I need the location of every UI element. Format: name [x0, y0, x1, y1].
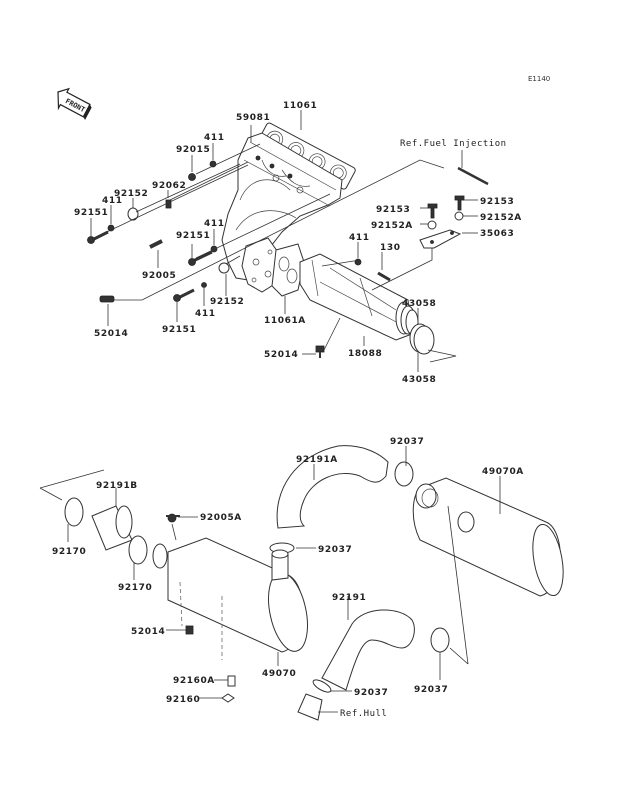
- label-92170-a: 92170: [52, 547, 86, 557]
- label-92191: 92191: [332, 593, 366, 603]
- label-43058-b: 43058: [402, 375, 436, 385]
- label-35063: 35063: [480, 229, 514, 239]
- ring-43058-b: [413, 325, 435, 355]
- fitting-92005A: [166, 513, 180, 523]
- label-411-c: 411: [204, 219, 225, 229]
- label-52014-c: 52014: [131, 627, 165, 637]
- bracket-35063: [419, 229, 462, 249]
- plate-92160: [221, 693, 235, 703]
- hose-92191A: [276, 445, 389, 529]
- washer-92152A-b: [454, 211, 464, 221]
- label-92191A: 92191A: [296, 455, 338, 465]
- leader-lines-upper: [90, 110, 478, 372]
- clamp-92170-a: [64, 497, 84, 527]
- muffler-49070: [152, 537, 308, 660]
- front-arrow-icon: FRONT: [57, 87, 92, 120]
- drain-52014-a: [99, 295, 115, 303]
- bolt-92151-a: [87, 230, 109, 244]
- bolt-92153-a: [427, 203, 438, 219]
- label-92037-c: 92037: [354, 688, 388, 698]
- label-92151-b: 92151: [176, 231, 210, 241]
- label-92152A-b: 92152A: [480, 213, 522, 223]
- collar-92152-b: [218, 262, 230, 274]
- label-92005: 92005: [142, 271, 176, 281]
- label-92037-a: 92037: [390, 437, 424, 447]
- diagram-code: E1140: [528, 75, 550, 83]
- plate-92160A: [227, 675, 236, 687]
- label-92191B: 92191B: [96, 481, 138, 491]
- clamp-92170-b: [128, 535, 148, 565]
- label-92160A: 92160A: [173, 676, 215, 686]
- bolt-92151-c: [173, 288, 195, 302]
- drain-52014-c: [185, 625, 194, 635]
- clamp-92037-a: [394, 461, 414, 487]
- label-92015: 92015: [176, 145, 210, 155]
- label-411-a: 411: [204, 133, 225, 143]
- label-92037-d: 92037: [414, 685, 448, 695]
- hull-fitting: [297, 693, 323, 721]
- exhaust-pipe-18088: [299, 253, 419, 341]
- label-92037-b: 92037: [318, 545, 352, 555]
- fitting-92005: [149, 239, 163, 249]
- label-43058-a: 43058: [402, 299, 436, 309]
- ref-fuel-injection: Ref.Fuel Injection: [400, 139, 507, 149]
- label-411-d: 411: [195, 309, 216, 319]
- exhaust-manifold: [221, 132, 343, 293]
- bolt-92153-b: [454, 195, 465, 211]
- label-18088: 18088: [348, 349, 382, 359]
- label-92005A: 92005A: [200, 513, 242, 523]
- label-11061: 11061: [283, 101, 317, 111]
- label-92153-b: 92153: [480, 197, 514, 207]
- fuel-injection-line: [457, 166, 489, 186]
- stud-130: [377, 271, 391, 282]
- label-411-e: 411: [349, 233, 370, 243]
- washer-411-e: [354, 258, 362, 266]
- ref-hull: Ref.Hull: [340, 709, 387, 719]
- washer-411-d: [201, 282, 207, 288]
- hose-92191: [321, 609, 415, 691]
- washer-92152A-a: [427, 220, 437, 230]
- drain-52014-b: [315, 345, 325, 358]
- label-49070A: 49070A: [482, 467, 524, 477]
- label-92170-b: 92170: [118, 583, 152, 593]
- pin-92062: [165, 199, 172, 209]
- leader-lines-lower: [67, 446, 501, 713]
- label-52014-b: 52014: [264, 350, 298, 360]
- assembly-lines-upper: [93, 143, 457, 363]
- label-130: 130: [380, 243, 401, 253]
- label-92062: 92062: [152, 181, 186, 191]
- label-411-b: 411: [102, 196, 123, 206]
- bolt-92151-b: [188, 250, 213, 266]
- label-92151-c: 92151: [162, 325, 196, 335]
- label-11061A: 11061A: [264, 316, 306, 326]
- nut-92015: [188, 173, 196, 181]
- label-92152A-a: 92152A: [371, 221, 413, 231]
- sleeve-92191B: [91, 505, 133, 551]
- gasket-11061A: [271, 243, 305, 297]
- assembly-lines-lower: [39, 469, 469, 665]
- label-52014-a: 52014: [94, 329, 128, 339]
- label-92153-a: 92153: [376, 205, 410, 215]
- label-92160: 92160: [166, 695, 200, 705]
- label-59081: 59081: [236, 113, 270, 123]
- muffler-49070A: [412, 477, 564, 597]
- clamp-92037-d: [430, 627, 450, 653]
- label-92152-a: 92152: [114, 189, 148, 199]
- label-92151-a: 92151: [74, 208, 108, 218]
- label-49070: 49070: [262, 669, 296, 679]
- label-92152-b: 92152: [210, 297, 244, 307]
